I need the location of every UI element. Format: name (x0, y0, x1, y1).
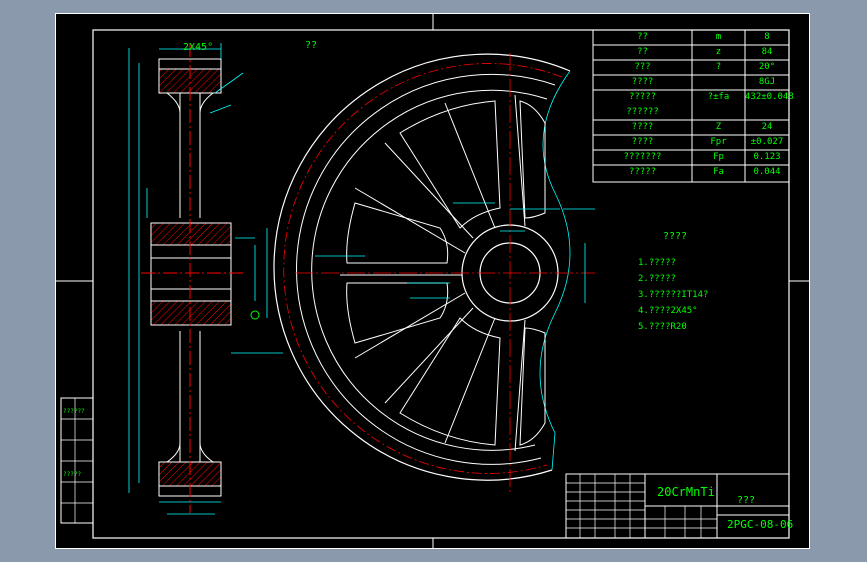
left-strip-item (63, 485, 85, 506)
tech-req-item: 3.??????IT14? (638, 290, 709, 300)
front-view (273, 53, 595, 493)
param-sym: ?±fa (707, 92, 730, 102)
param-val: ±0.027 (750, 137, 784, 147)
param-val: 0.123 (753, 152, 781, 162)
tech-req-item: 5.????R20 (638, 322, 687, 332)
param-row: ????? Fa 0.044 (593, 165, 789, 180)
left-strip-item (63, 506, 85, 527)
material-label: 20CrMnTi (657, 485, 715, 499)
left-strip-item (63, 443, 85, 464)
tech-req-item: 4.????2X45° (638, 306, 698, 316)
param-val: 24 (761, 122, 773, 132)
drawing-sheet: 2X45° (55, 13, 810, 549)
left-strip-item (63, 422, 85, 443)
param-name: ?? (637, 32, 648, 42)
chamfer-top-label: 2X45° (183, 42, 213, 53)
param-row: ???? Fpr ±0.027 (593, 135, 789, 150)
param-row: ???? Z 24 (593, 120, 789, 135)
drawing-number: 2PGC-08-06 (727, 518, 794, 531)
param-row: ????? ?±fa 432±0.048 (593, 90, 794, 105)
param-sym: z (715, 47, 722, 57)
param-val: 432±0.048 (745, 92, 794, 102)
param-row: ?????? (593, 105, 789, 120)
param-name: ?????? (626, 107, 659, 117)
left-strip (60, 397, 94, 524)
param-row: ?? z 84 (593, 45, 789, 60)
param-val: 0.044 (753, 167, 781, 177)
inner-border (92, 29, 790, 539)
tech-req-item: 1.????? (638, 258, 676, 268)
param-name: ???? (631, 77, 654, 87)
param-name: ??????? (623, 152, 662, 162)
param-name: ??? (634, 62, 651, 72)
param-row: ??????? Fp 0.123 (593, 150, 789, 165)
title-block (565, 473, 790, 539)
param-val: 8GJ (758, 77, 776, 87)
cad-drawing: 2X45° (55, 13, 810, 549)
param-sym: Fa (713, 167, 724, 177)
tech-req-item: 2.????? (638, 274, 676, 284)
param-sym: m (715, 32, 722, 42)
param-val: 84 (761, 47, 773, 57)
param-row: ???? 8GJ (593, 75, 789, 90)
param-sym: ? (715, 62, 722, 72)
parameter-table (592, 29, 790, 183)
top-note: ?? (305, 40, 318, 51)
param-sym: Fpr (710, 137, 727, 147)
tech-req-title: ???? (663, 231, 688, 242)
param-name: ???? (631, 122, 654, 132)
param-val: 20° (758, 62, 776, 72)
part-name: ??? (737, 495, 756, 506)
param-name: ????? (628, 92, 657, 102)
param-row: ???? 20° (593, 60, 789, 75)
param-name: ????? (628, 167, 657, 177)
param-name: ???? (631, 137, 654, 147)
left-strip-text: ??????????? (63, 401, 85, 527)
param-val: 8 (764, 32, 770, 42)
param-row: ?? m 8 (593, 30, 789, 45)
tech-req-list: 1.????? 2.????? 3.??????IT14? 4.????2X45° 5.… (638, 255, 708, 335)
param-sym: Fp (713, 152, 724, 162)
section-view: 2X45° (128, 42, 283, 515)
left-strip-item: ????? (63, 471, 82, 478)
left-strip-item: ?????? (63, 408, 85, 415)
param-name: ?? (637, 47, 648, 57)
param-sym: Z (715, 122, 722, 132)
